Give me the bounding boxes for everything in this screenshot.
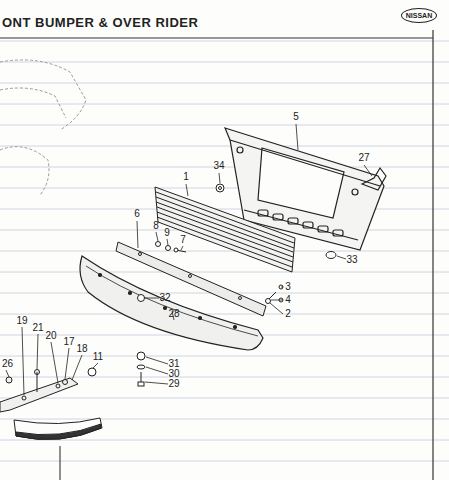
callout-number: 3 <box>285 282 291 292</box>
bumper-hardware <box>137 295 145 387</box>
callout-number: 26 <box>2 359 13 369</box>
brand-logo: NISSAN <box>401 8 437 23</box>
callout-number: 18 <box>76 344 87 354</box>
callout-number: 9 <box>164 228 170 238</box>
callout-number: 8 <box>153 221 159 231</box>
callout-number: 4 <box>285 295 291 305</box>
callout-number: 11 <box>93 352 103 362</box>
ruled-paper <box>0 40 449 480</box>
callout-number: 27 <box>358 153 369 163</box>
over-rider-strip <box>14 418 102 480</box>
callout-number: 29 <box>168 379 179 389</box>
callout-number: 7 <box>180 235 186 245</box>
callout-number: 17 <box>63 337 74 347</box>
callout-number: 19 <box>16 316 27 326</box>
leader-lines <box>6 124 372 395</box>
callout-number: 30 <box>168 369 179 379</box>
frame-line <box>0 37 433 38</box>
callout-number: 2 <box>285 309 291 319</box>
radiator-grille <box>155 187 295 272</box>
callout-number: 33 <box>346 255 357 265</box>
callout-number: 5 <box>293 112 299 122</box>
callout-number: 1 <box>183 172 189 182</box>
callout-number: 21 <box>32 323 43 333</box>
car-outline <box>0 60 86 195</box>
callout-number: 32 <box>159 293 170 303</box>
callout-number: 28 <box>168 309 179 319</box>
page-title: ONT BUMPER & OVER RIDER <box>2 16 198 29</box>
callout-number: 6 <box>134 209 140 219</box>
over-rider <box>0 368 96 412</box>
callout-number: 34 <box>213 161 224 171</box>
callout-number: 31 <box>168 359 179 369</box>
callout-number: 20 <box>45 331 56 341</box>
front-bumper <box>80 256 263 350</box>
bolts <box>266 285 284 304</box>
logo-text: NISSAN <box>406 12 432 19</box>
frame-line <box>432 30 433 480</box>
